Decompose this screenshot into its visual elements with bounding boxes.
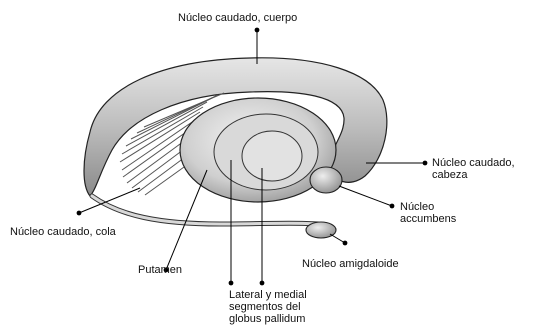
label-amygdala: Núcleo amigdaloide <box>302 258 399 270</box>
accumbens-shape <box>310 167 342 193</box>
label-caudate-tail: Núcleo caudado, cola <box>10 226 116 238</box>
label-globus-pallidus: Lateral y medial segmentos del globus pa… <box>229 289 307 325</box>
globus-pallidus-medial-shape <box>242 131 302 181</box>
label-putamen: Putamen <box>138 264 182 276</box>
label-accumbens: Núcleo accumbens <box>400 201 456 225</box>
label-caudate-body: Núcleo caudado, cuerpo <box>178 12 297 24</box>
label-caudate-head: Núcleo caudado, cabeza <box>432 157 515 181</box>
caudate-tail-shape <box>92 196 318 224</box>
amygdala-shape <box>306 222 336 238</box>
